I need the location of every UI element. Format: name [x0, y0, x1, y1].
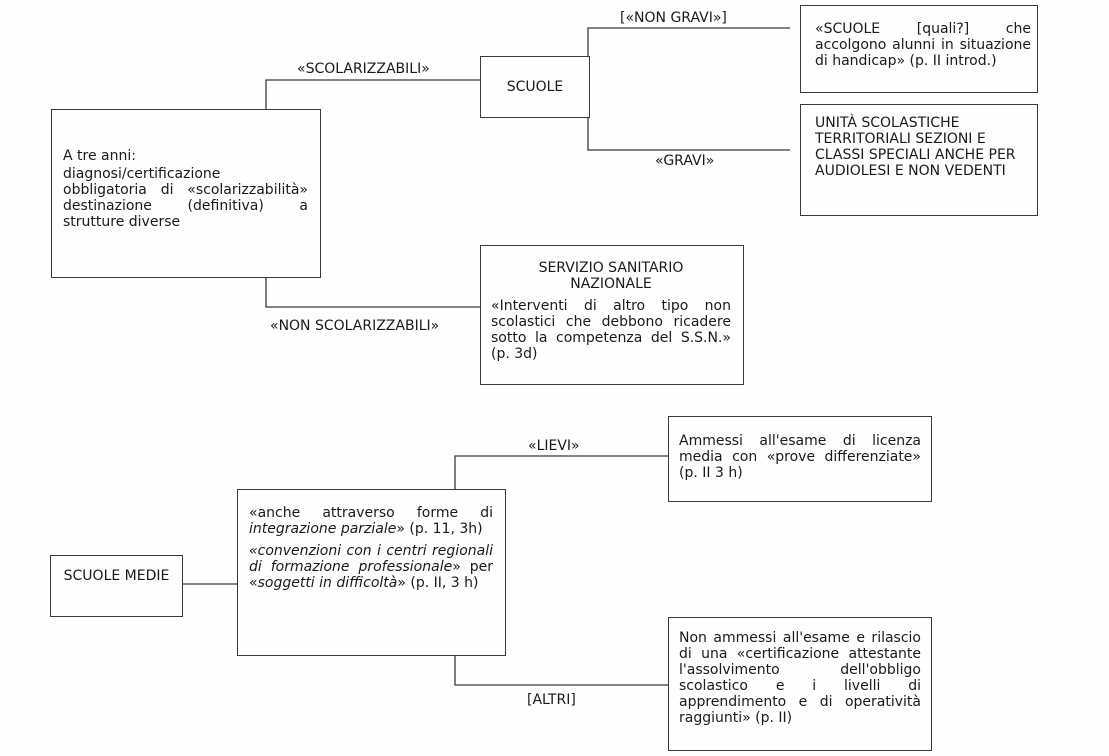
node-scuole-desc-text: «SCUOLE [quali?] che accolgono alunni in…	[815, 21, 1031, 69]
node-servizio-sanitario: SERVIZIO SANITARIO NAZIONALE «Interventi…	[480, 245, 744, 385]
node-scuole-label: SCUOLE	[506, 79, 564, 95]
node-a-tre-anni: A tre anni: diagnosi/certificazione obbl…	[51, 109, 321, 278]
integrazione-part1-b: » (p. 11, 3h)	[396, 521, 483, 537]
node-scuole: SCUOLE	[480, 56, 590, 118]
node-unita-text: UNITÀ SCOLASTICHE TERRITORIALI SEZIONI E…	[815, 115, 1016, 179]
node-unita-scolastiche: UNITÀ SCOLASTICHE TERRITORIALI SEZIONI E…	[800, 104, 1038, 216]
edge-label-lievi: «LIEVI»	[528, 438, 580, 454]
node-integrazione: «anche attraverso forme di integrazione …	[237, 489, 506, 656]
node-ssn-text: «Interventi di altro tipo non scolastici…	[491, 298, 731, 362]
edge-label-non-scolarizzabili: «NON SCOLARIZZABILI»	[270, 318, 440, 334]
connector-non-scolarizzabili	[265, 278, 480, 308]
node-ssn-title: SERVIZIO SANITARIO NAZIONALE	[538, 260, 684, 292]
node-scuole-medie-label: SCUOLE MEDIE	[63, 568, 170, 584]
node-non-ammessi: Non ammessi all'esame e rilascio di una …	[668, 617, 932, 751]
integrazione-part1-a: «anche attraverso forme di	[249, 505, 493, 521]
node-integrazione-part1: «anche attraverso forme di integrazione …	[249, 505, 493, 537]
connector-gravi	[587, 110, 790, 151]
integrazione-part2-italic2: soggetti in difficoltà	[257, 575, 398, 591]
node-a-tre-anni-title: A tre anni:	[63, 148, 136, 164]
edge-label-non-gravi: [«NON GRAVI»]	[620, 10, 727, 26]
integrazione-part2-a: » per «	[249, 559, 493, 591]
connector-non-gravi	[587, 27, 790, 56]
edge-label-altri: [ALTRI]	[527, 692, 576, 708]
node-a-tre-anni-text: diagnosi/certificazione obbligatoria di …	[63, 166, 308, 230]
node-integrazione-part2: «convenzioni con i centri regionali di f…	[249, 543, 493, 591]
connector-scolarizzabili	[265, 79, 480, 109]
node-non-ammessi-text: Non ammessi all'esame e rilascio di una …	[679, 630, 921, 726]
connector-lievi	[454, 455, 668, 489]
edge-label-scolarizzabili: «SCOLARIZZABILI»	[297, 61, 430, 77]
connector-altri	[454, 656, 668, 686]
node-scuole-desc: «SCUOLE [quali?] che accolgono alunni in…	[800, 5, 1038, 93]
node-ammessi-text: Ammessi all'esame di licenza media con «…	[679, 433, 921, 481]
integrazione-part2-italic: «convenzioni con i centri regionali di f…	[249, 543, 493, 575]
integrazione-part2-b: » (p. II, 3 h)	[397, 575, 479, 591]
node-scuole-medie: SCUOLE MEDIE	[50, 555, 183, 617]
node-ammessi: Ammessi all'esame di licenza media con «…	[668, 416, 932, 502]
integrazione-part1-italic: integrazione parziale	[249, 521, 397, 537]
edge-label-gravi: «GRAVI»	[655, 153, 715, 169]
